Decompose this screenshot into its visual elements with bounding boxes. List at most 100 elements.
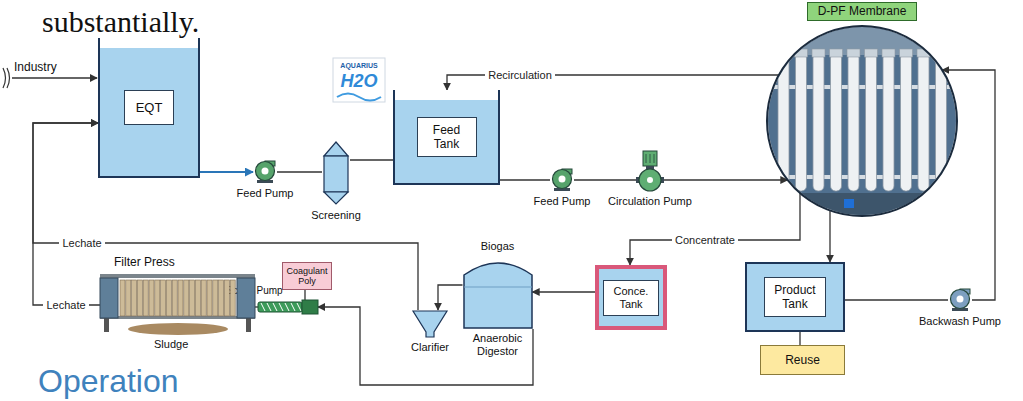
feed-pump-symbol: Feed Pump <box>234 160 296 200</box>
pump-impeller <box>262 168 269 175</box>
flow-line <box>200 171 253 173</box>
flow-line <box>829 210 830 262</box>
document-text: substantially. <box>42 4 199 40</box>
backwash-pump-symbol: Backwash Pump <box>917 288 1003 328</box>
box-label: Coagulant Poly <box>285 266 329 286</box>
screw-flights <box>261 303 301 311</box>
flow-line <box>664 179 788 180</box>
pump-label: Backwash Pump <box>919 315 1001 328</box>
flow-line <box>574 179 636 180</box>
tank-label: EQT <box>124 90 175 125</box>
unit-label: Screening <box>311 209 361 222</box>
flow-line <box>33 123 100 305</box>
membrane-tube <box>813 53 824 191</box>
section-heading: Operation <box>38 363 179 399</box>
feed-pump-symbol-shape <box>550 168 574 192</box>
pump-impeller <box>559 176 566 183</box>
filter-press: Filter PressSludge <box>100 255 255 351</box>
pump-label: Feed Pump <box>534 195 591 208</box>
clarifier-unit: Clarifier <box>400 310 460 354</box>
flow-line <box>350 159 393 160</box>
filter-plate <box>132 280 137 316</box>
equalization-tank: EQT <box>98 38 200 178</box>
flow-line <box>277 171 322 172</box>
tank-label: Product Tank <box>764 277 826 317</box>
pipe-end-symbol <box>3 68 10 88</box>
membrane-tube <box>883 53 894 191</box>
pump-label: Circulation Pump <box>608 195 692 208</box>
tube-cap <box>882 49 895 57</box>
membrane-tube <box>918 53 929 191</box>
unit-label: Clarifier <box>411 341 449 354</box>
tank-label: Feed Tank <box>417 117 477 157</box>
vessel-cap <box>324 142 348 156</box>
screening-vessel: Screening <box>306 140 366 222</box>
box-label: Reuse <box>785 353 820 367</box>
logo-frame <box>333 58 385 102</box>
filter-plate <box>155 280 160 316</box>
inflow-arrow <box>12 77 97 78</box>
pump-impeller <box>647 177 653 183</box>
tube-cap <box>847 49 860 57</box>
pump-casing <box>553 170 572 189</box>
filter-plate <box>143 280 148 316</box>
source-label: Industry <box>14 60 57 74</box>
filter-plate <box>126 280 131 316</box>
concentrate-tank: Conce. Tank <box>595 265 667 330</box>
pump-impeller <box>957 296 964 303</box>
flow-label: Lechate <box>43 299 88 312</box>
flow-label: Concentrate <box>672 234 738 247</box>
liquid-level <box>464 287 532 288</box>
press-leg <box>104 318 109 332</box>
unit-label: Sludge <box>154 338 188 351</box>
membrane-tube <box>901 53 912 191</box>
flow-line <box>304 290 305 300</box>
press-tail <box>237 278 255 318</box>
filter-plate <box>224 280 229 316</box>
filter-plate <box>137 280 142 316</box>
tank-label: Conce. Tank <box>603 280 659 316</box>
filter-plate <box>161 280 166 316</box>
feed-pump-symbol: Feed Pump <box>532 168 592 208</box>
screw-pump-shape <box>258 300 318 314</box>
vessel-body <box>324 156 348 192</box>
tube-cap <box>777 49 790 57</box>
reuse-box: Reuse <box>760 345 845 375</box>
feed-pump-symbol-shape <box>253 160 277 184</box>
flow-line <box>438 285 463 310</box>
vessel-cone <box>324 192 348 204</box>
digestor-body <box>464 263 532 328</box>
filter-plate <box>230 280 235 316</box>
pump-casing <box>951 290 970 309</box>
membrane-tube <box>848 53 859 191</box>
pump-motor <box>643 151 657 166</box>
membrane-photo <box>766 25 958 217</box>
circulation-pump-symbol-shape <box>636 150 664 192</box>
photo-floor <box>766 193 958 217</box>
filter-plate <box>207 280 212 316</box>
press-leg <box>246 318 251 332</box>
membrane-unit-shape <box>766 25 958 217</box>
backwash-pump-symbol-shape <box>948 288 972 312</box>
membrane-tube <box>866 53 877 191</box>
press-rail <box>100 274 255 278</box>
unit-heading: D-PF Membrane <box>807 2 918 21</box>
coagulant-box: Coagulant Poly <box>282 262 332 290</box>
membrane-tube <box>831 53 842 191</box>
anaerobic-digestor: BiogasAnaerobic Digestor <box>453 240 542 358</box>
product-tank: Product Tank <box>745 262 845 332</box>
filter-plate <box>184 280 189 316</box>
filter-press-shape <box>100 272 255 336</box>
filter-plate <box>166 280 171 316</box>
motor-fins <box>646 154 654 163</box>
filter-plate <box>213 280 218 316</box>
filter-plate <box>120 280 125 316</box>
anaerobic-digestor-shape <box>463 257 533 329</box>
unit-heading: Filter Press <box>114 255 175 269</box>
photo-ceiling <box>766 25 958 55</box>
photo-ground <box>766 25 958 217</box>
pump-casing <box>639 169 661 191</box>
filter-plate <box>178 280 183 316</box>
flow-line <box>799 332 800 345</box>
